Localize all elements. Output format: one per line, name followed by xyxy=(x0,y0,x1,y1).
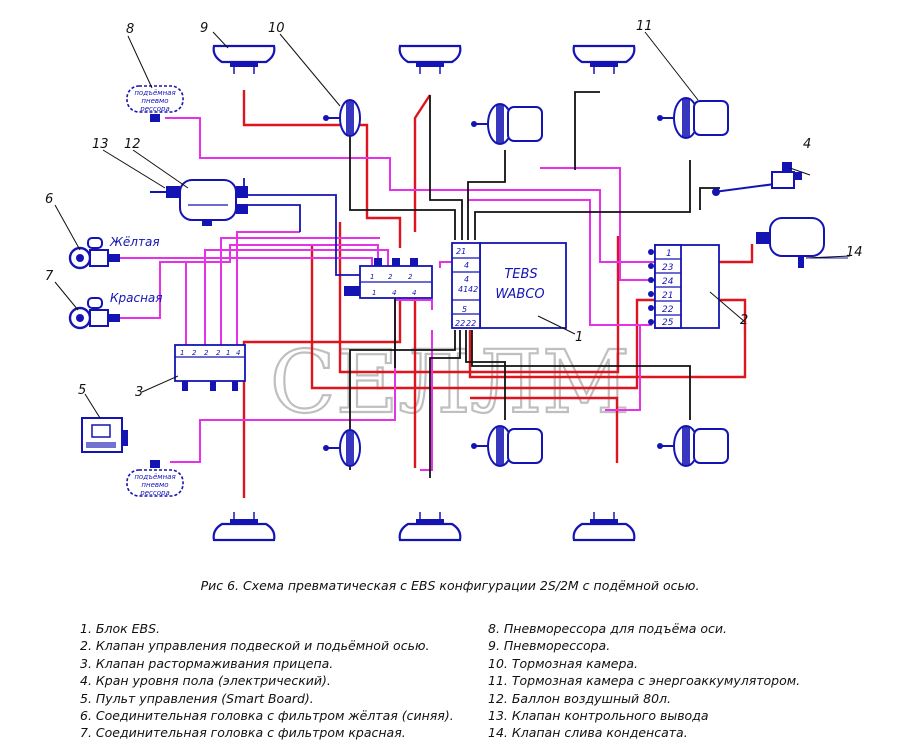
lift-port-4a: 4 xyxy=(392,289,396,297)
callout-5: 5 xyxy=(78,383,86,398)
callouts: 1 2 3 4 5 6 7 8 9 10 11 12 13 14 xyxy=(45,19,863,400)
valve2-port-23: 23 xyxy=(662,263,674,273)
release-port-2b: 2 xyxy=(204,349,209,357)
release-valve: 1 2 2 2 1 4 xyxy=(174,344,246,391)
legend-right: 8. Пневморессора для подъёма оси. 9. Пне… xyxy=(488,620,800,742)
valve2-port-22: 22 xyxy=(662,305,674,315)
legend-item-12: 12. Баллон воздушный 80л. xyxy=(488,690,672,706)
callout-7: 7 xyxy=(45,269,54,284)
legend-item-1: 1. Блок EBS. xyxy=(80,621,161,636)
lift-port-2b: 2 xyxy=(408,273,413,281)
valve2-port-24: 24 xyxy=(662,277,674,287)
legend-item-6: 6. Соединительная головка с фильтром жёл… xyxy=(80,707,454,723)
legend-item-7: 7. Соединительная головка с фильтром кра… xyxy=(80,725,406,741)
air-spring-bot-1 xyxy=(212,510,276,542)
release-port-1: 1 xyxy=(180,349,184,357)
height-valve xyxy=(712,162,802,196)
valve2-port-25: 25 xyxy=(662,318,674,328)
coupling-head-red xyxy=(68,297,120,330)
ebs-port-5: 5 xyxy=(462,305,467,314)
legend-item-2: 2. Клапан управления подвеской и подьёмн… xyxy=(80,638,430,654)
callout-9: 9 xyxy=(200,21,208,36)
legend-item-9: 9. Пневморессора. xyxy=(488,638,611,654)
callout-3: 3 xyxy=(135,385,143,400)
ebs-port-22a: 22 xyxy=(455,319,465,328)
lift-axle-valve: 1 2 2 1 4 4 xyxy=(344,258,433,299)
air-spring-top-3 xyxy=(572,44,636,76)
ebs-title-line2: WABCO xyxy=(495,287,544,302)
suspension-lift-valve: 1 23 24 21 22 25 xyxy=(648,244,720,329)
callout-4: 4 xyxy=(803,137,811,152)
air-spring-bot-2 xyxy=(398,510,462,542)
ebs-block: TEBS WABCO 21 4 4 41 42 5 22 22 xyxy=(451,242,567,329)
control-lines-magenta xyxy=(120,117,654,471)
air-spring-bot-3 xyxy=(572,510,636,542)
legend-left: 1. Блок EBS. 2. Клапан управления подвес… xyxy=(80,620,454,742)
air-tank-80l xyxy=(150,179,248,226)
release-port-2a: 2 xyxy=(192,349,197,357)
callout-12: 12 xyxy=(124,137,141,152)
spring-chamber-top-1 xyxy=(470,103,543,145)
pneumatic-diagram: СЕЛЛМ xyxy=(45,19,863,542)
legend-item-10: 10. Тормозная камера. xyxy=(488,655,639,671)
legend-item-14: 14. Клапан слива конденсата. xyxy=(488,725,688,741)
brake-chamber-top xyxy=(322,99,361,137)
lift-port-1b: 1 xyxy=(372,289,376,297)
smart-board xyxy=(81,417,128,453)
legend-item-5: 5. Пульт управления (Smart Board). xyxy=(80,690,314,706)
release-port-2c: 2 xyxy=(216,349,221,357)
release-port-1b: 1 xyxy=(226,349,230,357)
legend-item-11: 11. Тормозная камера с энергоаккумулятор… xyxy=(488,673,801,689)
air-spring-top-1 xyxy=(212,44,276,76)
watermark: СЕЛЛМ xyxy=(270,333,630,433)
lift-bellows-top-l2: пневмо xyxy=(141,97,168,105)
callout-13: 13 xyxy=(92,137,109,152)
coupling-head-yellow xyxy=(68,237,120,270)
legend-item-3: 3. Клапан растормаживания прицепа. xyxy=(80,655,334,671)
callout-8: 8 xyxy=(126,22,134,37)
ebs-port-41: 41 xyxy=(458,285,468,294)
ebs-title-line1: TEBS xyxy=(504,267,537,282)
callout-6: 6 xyxy=(45,192,53,207)
callout-1: 1 xyxy=(575,330,583,345)
lift-port-2a: 2 xyxy=(388,273,393,281)
callout-2: 2 xyxy=(740,313,748,328)
lift-bellows-top-l1: подъёмная xyxy=(134,89,175,97)
release-port-4: 4 xyxy=(236,349,240,357)
lift-bellows-bottom: подъёмная пневмо рессора xyxy=(126,460,184,497)
air-spring-top-2 xyxy=(398,44,462,76)
callout-10: 10 xyxy=(268,21,285,36)
lift-port-4b: 4 xyxy=(412,289,416,297)
leader-lines xyxy=(54,31,851,419)
ebs-port-4b: 4 xyxy=(464,275,469,284)
legend-item-8: 8. Пневморессора для подъёма оси. xyxy=(488,621,727,636)
valve2-port-21: 21 xyxy=(662,291,673,301)
lift-port-1: 1 xyxy=(370,273,374,281)
legend-item-13: 13. Клапан контрольного вывода xyxy=(488,707,709,723)
legend-item-4: 4. Кран уровня пола (электрический). xyxy=(80,673,331,689)
air-tank-14 xyxy=(756,217,848,268)
valve2-port-1: 1 xyxy=(666,249,672,259)
lift-bellows-bot-l1: подъёмная xyxy=(134,473,175,481)
lift-bellows-top-l3: рессора xyxy=(139,105,169,113)
sensor-cables-black xyxy=(349,91,720,478)
spring-chamber-top-2 xyxy=(656,97,729,139)
callout-11: 11 xyxy=(636,19,653,34)
ebs-port-22b: 22 xyxy=(466,319,476,328)
yellow-head-label: Жёлтая xyxy=(109,235,160,249)
ebs-port-4a: 4 xyxy=(464,261,469,270)
red-head-label: Красная xyxy=(110,291,163,305)
lift-bellows-bot-l3: рессора xyxy=(139,489,169,497)
ebs-port-42: 42 xyxy=(468,285,478,294)
callout-14: 14 xyxy=(846,245,863,260)
lift-bellows-bot-l2: пневмо xyxy=(141,481,168,489)
brake-chamber-bottom xyxy=(322,429,361,467)
lift-bellows-top: подъёмная пневмо рессора xyxy=(126,85,184,122)
spring-chamber-bot-2 xyxy=(656,425,729,467)
figure-caption: Рис 6. Схема превматическая с EBS конфиг… xyxy=(200,578,700,593)
ebs-port-21: 21 xyxy=(456,247,466,256)
